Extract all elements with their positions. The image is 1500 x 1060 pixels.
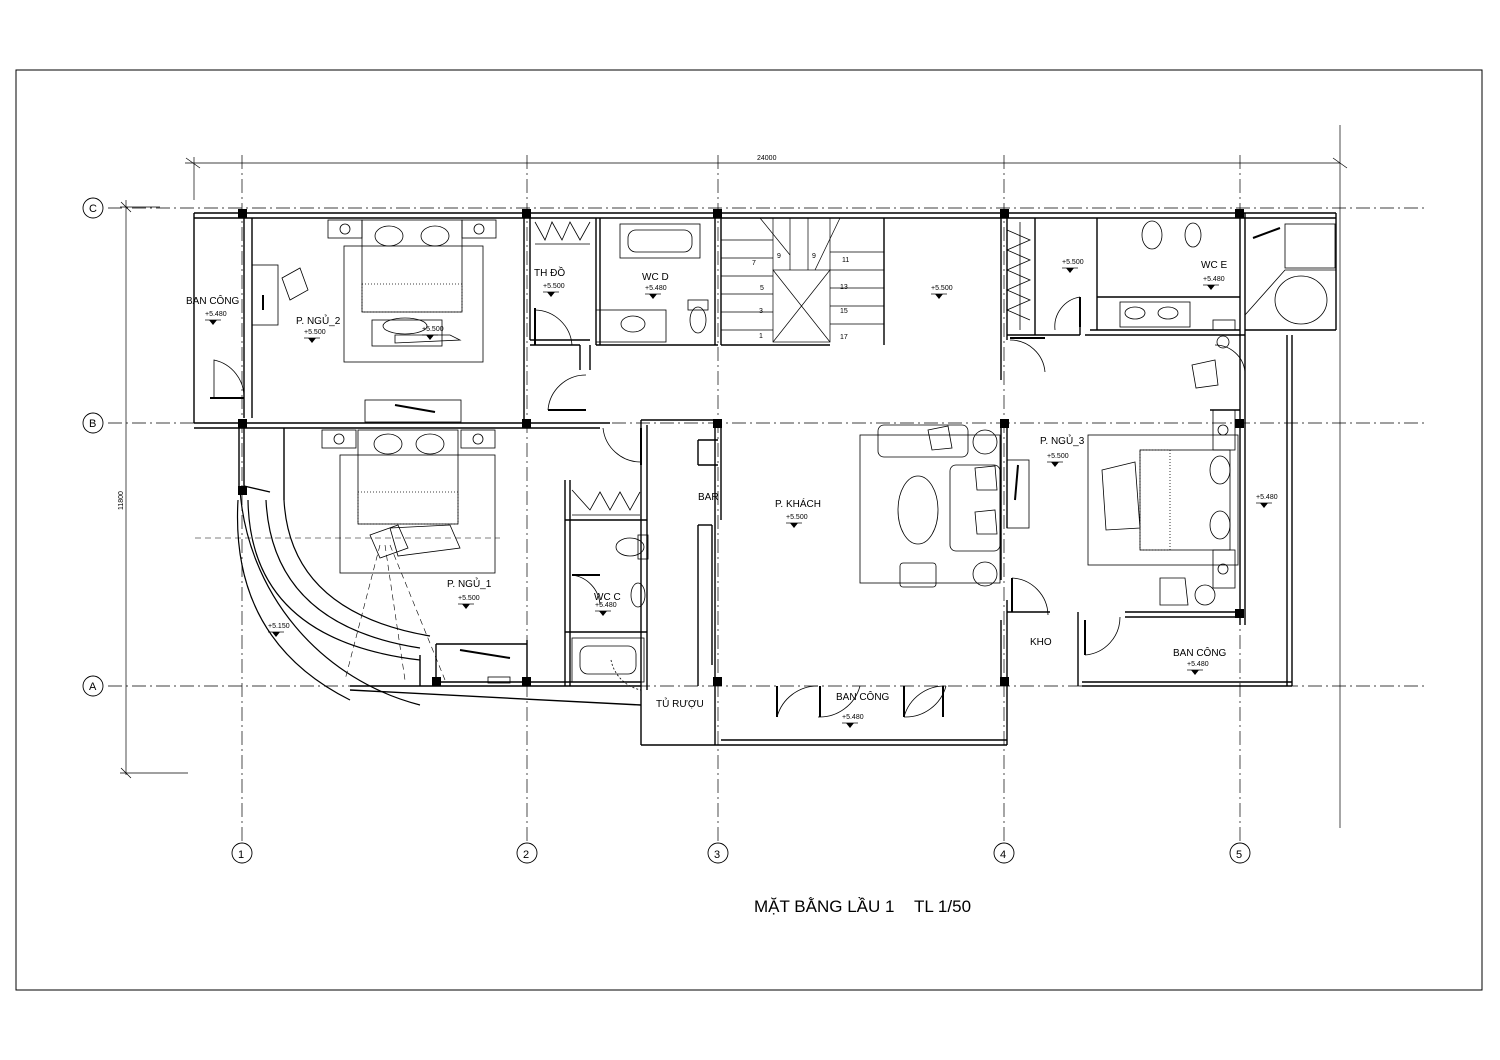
drawing-title: MẶT BẰNG LẦU 1 [754, 897, 894, 916]
level-marker: +5.480 [645, 285, 667, 299]
room-labels: P. NGỦ_2 P. NGỦ_1 P. NGỦ_3 P. KHÁCH TH Đ… [186, 260, 1227, 710]
svg-text:+5.480: +5.480 [1187, 661, 1209, 668]
level-marker: +5.500 [458, 595, 480, 609]
stair-num: 11 [842, 257, 849, 264]
stair-step-numbers: 7 9 9 11 5 13 3 15 1 17 [752, 253, 849, 341]
stair-num: 3 [759, 308, 763, 315]
room-label-wardrobe: TH ĐỒ [534, 266, 565, 279]
grid-label-col: 5 [1236, 849, 1242, 861]
room-label-wine-cabinet: TỦ RƯỢU [656, 697, 704, 710]
room-label-bedroom-1: P. NGỦ_1 [447, 577, 492, 590]
svg-text:+5.500: +5.500 [786, 514, 808, 521]
grid-label-col: 4 [1000, 849, 1006, 861]
room-label-bedroom-2: P. NGỦ_2 [296, 314, 341, 327]
grid-label-row: B [89, 418, 96, 430]
grid-bubble-labels: 1 2 3 4 5 C B A [89, 203, 1242, 861]
stair-num: 5 [760, 285, 764, 292]
level-marker: +5.480 [1187, 661, 1209, 675]
sheet-frame [15, 69, 1483, 991]
svg-text:+5.500: +5.500 [931, 285, 953, 292]
svg-text:+5.500: +5.500 [1047, 453, 1069, 460]
room-label-bedroom-3: P. NGỦ_3 [1040, 434, 1085, 447]
curved-balcony [236, 489, 431, 706]
level-marker: +5.480 [595, 602, 617, 616]
room-label-wc-d: WC D [642, 272, 669, 283]
svg-text:+5.480: +5.480 [595, 602, 617, 609]
overall-depth-label: 11800 [118, 491, 125, 510]
grid-label-col: 3 [714, 849, 720, 861]
dimension-lines [120, 125, 1348, 828]
level-markers: +5.500 +5.500 +5.480 +5.500 +5.480 +5.50… [205, 259, 1278, 728]
svg-text:+5.480: +5.480 [842, 714, 864, 721]
stair-num: 1 [759, 333, 763, 340]
stair-num: 17 [840, 334, 848, 341]
level-marker: +5.500 [543, 283, 565, 297]
svg-text:+5.500: +5.500 [304, 329, 326, 336]
level-marker: +5.480 [842, 714, 864, 728]
room-label-wc-e: WC E [1201, 260, 1227, 271]
stair-num: 7 [752, 260, 756, 267]
level-marker: +5.500 [1062, 259, 1084, 273]
grid-label-row: C [89, 203, 97, 215]
bedroom1-dashed-lines [195, 537, 500, 681]
level-marker: +5.500 [1047, 453, 1069, 467]
overall-width-label: 24000 [757, 155, 777, 162]
walls [193, 212, 1337, 746]
stair-num: 9 [777, 253, 781, 260]
room-label-balcony-right: BAN CÔNG [1173, 646, 1227, 659]
level-marker: +5.480 [1203, 276, 1225, 290]
grid-label-col: 1 [238, 849, 244, 861]
room-label-balcony-left: BAN CÔNG [186, 294, 240, 307]
level-marker: +5.500 [422, 326, 444, 340]
room-label-bar: BAR [698, 492, 719, 503]
level-marker: +5.150 [268, 623, 290, 637]
staircase [721, 217, 884, 343]
svg-text:+5.480: +5.480 [205, 311, 227, 318]
level-marker: +5.500 [931, 285, 953, 299]
svg-text:+5.500: +5.500 [458, 595, 480, 602]
room-label-balcony-front: BAN CÔNG [836, 690, 890, 703]
grid-label-col: 2 [523, 849, 529, 861]
svg-text:+5.500: +5.500 [1062, 259, 1084, 266]
svg-text:+5.500: +5.500 [422, 326, 444, 333]
level-marker: +5.480 [1256, 494, 1278, 508]
svg-text:+5.480: +5.480 [1203, 276, 1225, 283]
doors [210, 296, 1246, 718]
stair-num: 9 [812, 253, 816, 260]
room-label-storage: KHO [1030, 637, 1052, 648]
stair-num: 13 [840, 284, 848, 291]
level-marker: +5.500 [304, 329, 326, 343]
svg-text:+5.480: +5.480 [645, 285, 667, 292]
room-label-living: P. KHÁCH [775, 497, 821, 510]
svg-text:+5.480: +5.480 [1256, 494, 1278, 501]
svg-text:+5.150: +5.150 [268, 623, 290, 630]
drawing-scale: TL 1/50 [914, 897, 971, 916]
grid-bubbles [82, 197, 1251, 864]
level-marker: +5.480 [205, 311, 227, 325]
structural-columns [238, 209, 1244, 686]
stair-num: 15 [840, 308, 848, 315]
level-marker: +5.500 [786, 514, 808, 528]
svg-text:+5.500: +5.500 [543, 283, 565, 290]
room-label-wc-c: WC C [594, 592, 621, 603]
grid-label-row: A [89, 681, 97, 693]
furniture [251, 219, 1336, 684]
